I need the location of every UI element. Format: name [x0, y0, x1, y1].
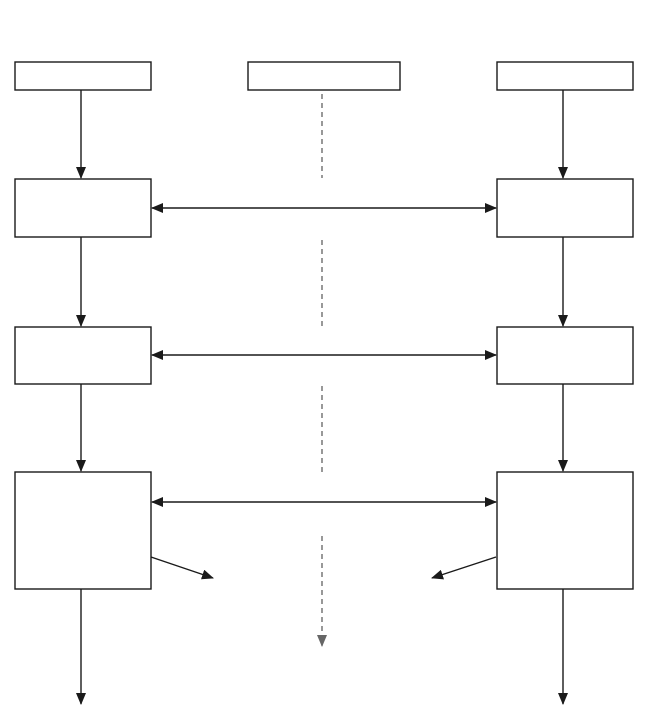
middle-header-box: [247, 61, 401, 91]
left-header-box: [14, 61, 152, 91]
left-stage-1-box: [14, 178, 152, 238]
right-stage-1-box: [496, 178, 634, 238]
right-diagonal-arrow: [431, 556, 497, 580]
right-stage-2-box: [496, 326, 634, 385]
left-stage-2-box: [14, 326, 152, 385]
right-stage-3-box: [496, 471, 634, 590]
right-header-box: [496, 61, 634, 91]
left-diagonal-arrow: [150, 556, 214, 580]
left-stage-3-box: [14, 471, 152, 590]
